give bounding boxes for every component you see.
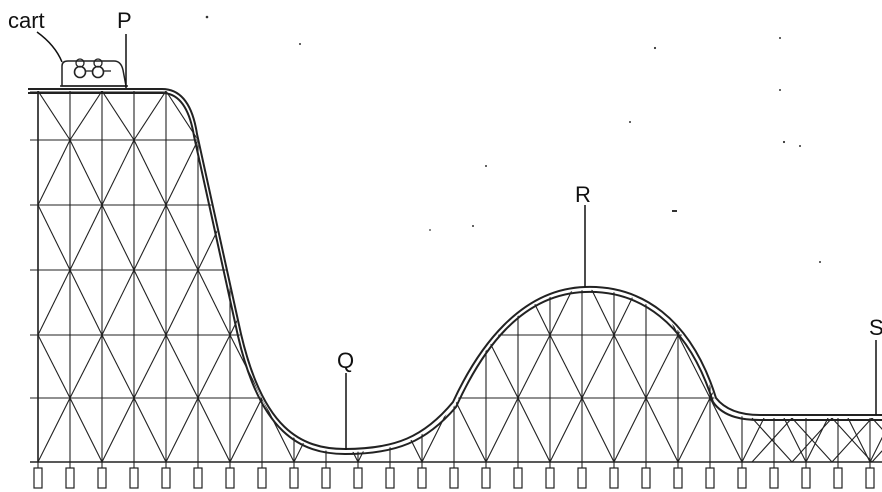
footing-block bbox=[385, 467, 395, 489]
footing-block bbox=[417, 467, 427, 489]
footing-block bbox=[865, 467, 875, 489]
footing-block bbox=[513, 467, 523, 489]
point-r-label: R bbox=[575, 182, 591, 207]
footing-block bbox=[449, 467, 459, 489]
ground-footings bbox=[33, 462, 875, 489]
point-s-label: S bbox=[869, 315, 882, 340]
footing-block bbox=[161, 467, 171, 489]
footing-block bbox=[545, 467, 555, 489]
footing-block bbox=[577, 467, 587, 489]
scan-specks bbox=[205, 15, 821, 263]
footing-block bbox=[257, 467, 267, 489]
coaster-track bbox=[28, 88, 882, 456]
footing-block bbox=[609, 467, 619, 489]
footing-block bbox=[353, 467, 363, 489]
label-leaders bbox=[36, 31, 877, 450]
footing-block bbox=[129, 467, 139, 489]
cart-icon bbox=[60, 58, 128, 87]
footing-block bbox=[641, 467, 651, 489]
footing-block bbox=[97, 467, 107, 489]
footing-block bbox=[65, 467, 75, 489]
point-q-label: Q bbox=[337, 348, 354, 373]
footing-block bbox=[193, 467, 203, 489]
footing-block bbox=[833, 467, 843, 489]
footing-block bbox=[705, 467, 715, 489]
footing-block bbox=[481, 467, 491, 489]
footing-block bbox=[801, 467, 811, 489]
footing-block bbox=[737, 467, 747, 489]
footing-block bbox=[33, 467, 43, 489]
footing-block bbox=[769, 467, 779, 489]
footing-block bbox=[289, 467, 299, 489]
footing-block bbox=[321, 467, 331, 489]
cart-label: cart bbox=[8, 8, 45, 33]
coaster-support-structure bbox=[30, 91, 882, 489]
point-p-label: P bbox=[117, 8, 132, 33]
footing-block bbox=[225, 467, 235, 489]
footing-block bbox=[673, 467, 683, 489]
